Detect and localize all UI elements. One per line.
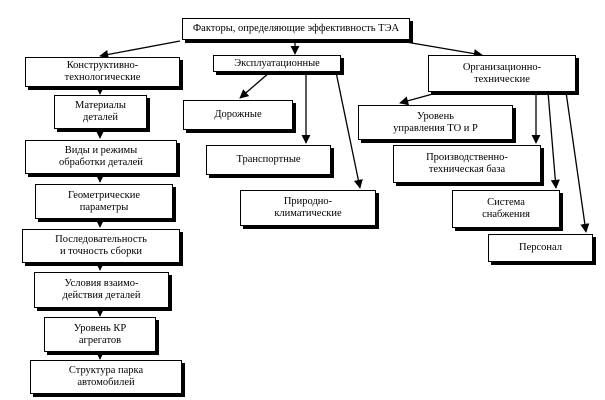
item-base: Производственно- техническая база	[393, 145, 541, 183]
item-materials: Материалы деталей	[54, 95, 147, 129]
group-operational: Эксплуатационные	[213, 55, 341, 72]
item-kr-level: Уровень КР агрегатов	[44, 317, 156, 352]
item-interaction: Условия взаимо- действия деталей	[34, 272, 169, 308]
group-organizational: Организационно- технические	[428, 55, 576, 92]
root-node: Факторы, определяющие эффективность ТЭА	[182, 18, 410, 40]
item-processing: Виды и режимы обработки деталей	[25, 140, 177, 174]
item-road: Дорожные	[183, 100, 293, 130]
item-supply: Система снабжения	[452, 190, 560, 228]
item-personnel: Персонал	[488, 234, 593, 262]
item-climate: Природно- климатические	[240, 190, 376, 226]
item-management: Уровень управления ТО и Р	[358, 105, 513, 140]
item-fleet: Структура парка автомобилей	[30, 360, 182, 394]
item-geometry: Геометрические параметры	[35, 184, 173, 219]
item-assembly: Последовательность и точность сборки	[22, 229, 180, 263]
item-transport: Транспортные	[206, 145, 331, 175]
group-constructive: Конструктивно- технологические	[25, 57, 180, 87]
